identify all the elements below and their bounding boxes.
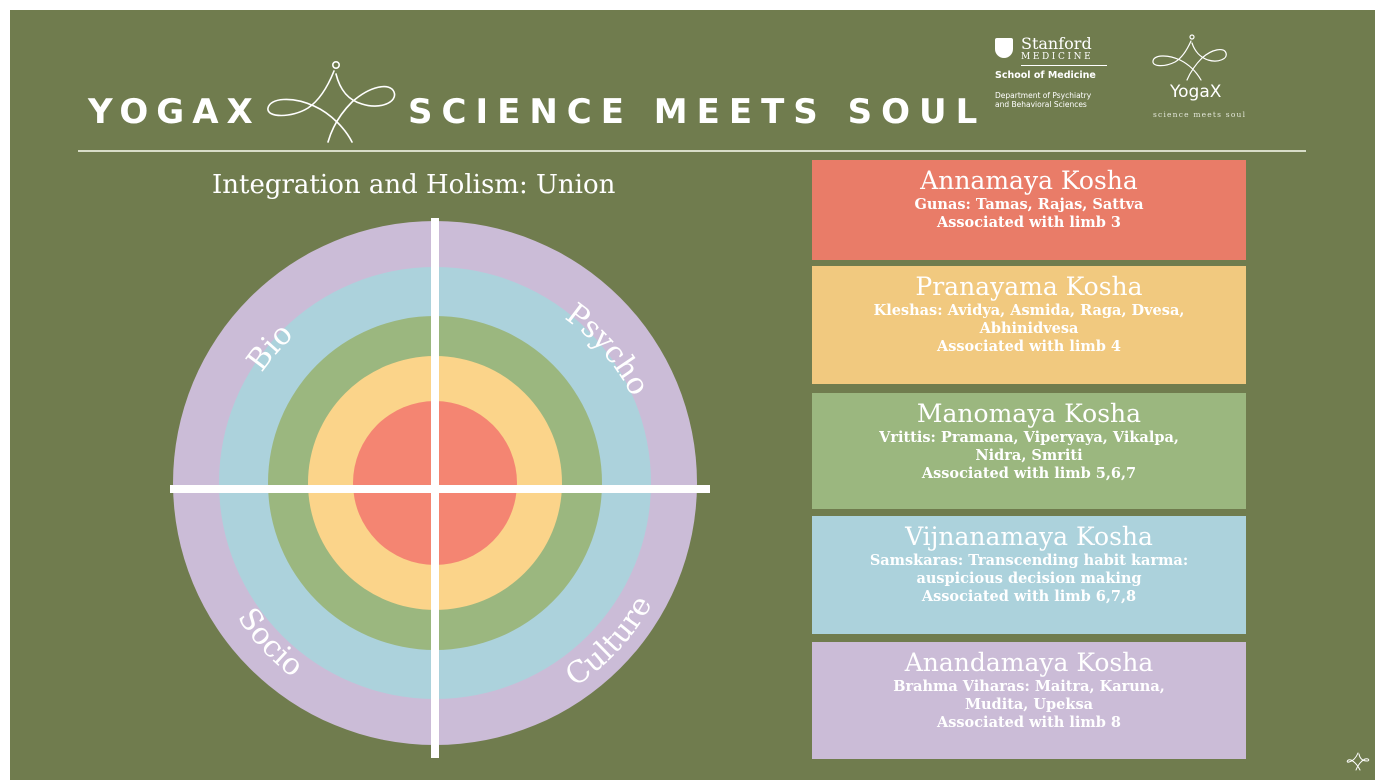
kosha-title: Pranayama Kosha xyxy=(915,272,1143,301)
kosha-title: Annamaya Kosha xyxy=(920,166,1138,195)
department-line-2: and Behavioral Sciences xyxy=(995,100,1087,109)
kosha-card-annamaya: Annamaya Kosha Gunas: Tamas, Rajas, Satt… xyxy=(812,160,1246,260)
kosha-card-manomaya: Manomaya Kosha Vrittis: Pramana, Viperya… xyxy=(812,393,1246,509)
kosha-detail: Mudita, Upeksa xyxy=(964,696,1094,713)
department-line-1: Department of Psychiatry xyxy=(995,91,1092,100)
corner-logo-icon xyxy=(1346,752,1370,771)
diagram-title: Integration and Holism: Union xyxy=(212,170,616,200)
kosha-card-anandamaya: Anandamaya Kosha Brahma Viharas: Maitra,… xyxy=(812,642,1246,759)
kosha-detail: Nidra, Smriti xyxy=(975,447,1083,464)
stanford-medicine-logo: Stanford MEDICINE School of Medicine Dep… xyxy=(995,36,1145,109)
slide: YOGAX SCIENCE MEETS SOUL Stanford MEDICI… xyxy=(10,10,1375,780)
kosha-detail: auspicious decision making xyxy=(916,570,1142,587)
stanford-name: Stanford xyxy=(1021,34,1092,53)
school-of-medicine-label: School of Medicine xyxy=(995,70,1096,81)
kosha-limb: Associated with limb 8 xyxy=(936,714,1121,731)
kosha-detail: Vrittis: Pramana, Viperyaya, Vikalpa, xyxy=(879,429,1179,446)
header-divider xyxy=(78,150,1306,152)
kosha-title: Manomaya Kosha xyxy=(916,399,1142,428)
kosha-card-pranayama: Pranayama Kosha Kleshas: Avidya, Asmida,… xyxy=(812,266,1246,384)
stanford-shield-icon xyxy=(995,38,1013,58)
kosha-detail: Brahma Viharas: Maitra, Karuna, xyxy=(893,678,1165,695)
kosha-limb: Associated with limb 3 xyxy=(936,214,1121,231)
kosha-limb: Associated with limb 4 xyxy=(936,338,1121,355)
horizontal-divider xyxy=(170,485,710,493)
kosha-title: Vijnanamaya Kosha xyxy=(905,522,1153,551)
stanford-medicine-label: MEDICINE xyxy=(1021,52,1107,66)
kosha-detail: Gunas: Tamas, Rajas, Sattva xyxy=(914,196,1144,213)
kosha-detail: Abhinidvesa xyxy=(979,320,1079,337)
yogax-tagline: science meets soul xyxy=(1153,110,1247,119)
kosha-card-vijnanamaya: Vijnanamaya Kosha Samskaras: Transcendin… xyxy=(812,516,1246,634)
yogax-wordmark: YogaX xyxy=(1170,82,1222,102)
brand-yogax-text: YOGAX xyxy=(88,92,261,132)
koshas-wheel-diagram: Bio Psycho Socio Culture xyxy=(170,218,710,758)
kosha-limb: Associated with limb 6,7,8 xyxy=(921,588,1137,605)
yogax-logo-icon xyxy=(267,61,396,143)
kosha-detail: Kleshas: Avidya, Asmida, Raga, Dvesa, xyxy=(873,302,1185,319)
kosha-limb: Associated with limb 5,6,7 xyxy=(921,465,1137,482)
kosha-title: Anandamaya Kosha xyxy=(904,648,1154,677)
kosha-detail: Samskaras: Transcending habit karma: xyxy=(869,552,1189,569)
brand-tagline-text: SCIENCE MEETS SOUL xyxy=(408,92,987,132)
yogax-small-logo-icon xyxy=(1152,34,1227,81)
